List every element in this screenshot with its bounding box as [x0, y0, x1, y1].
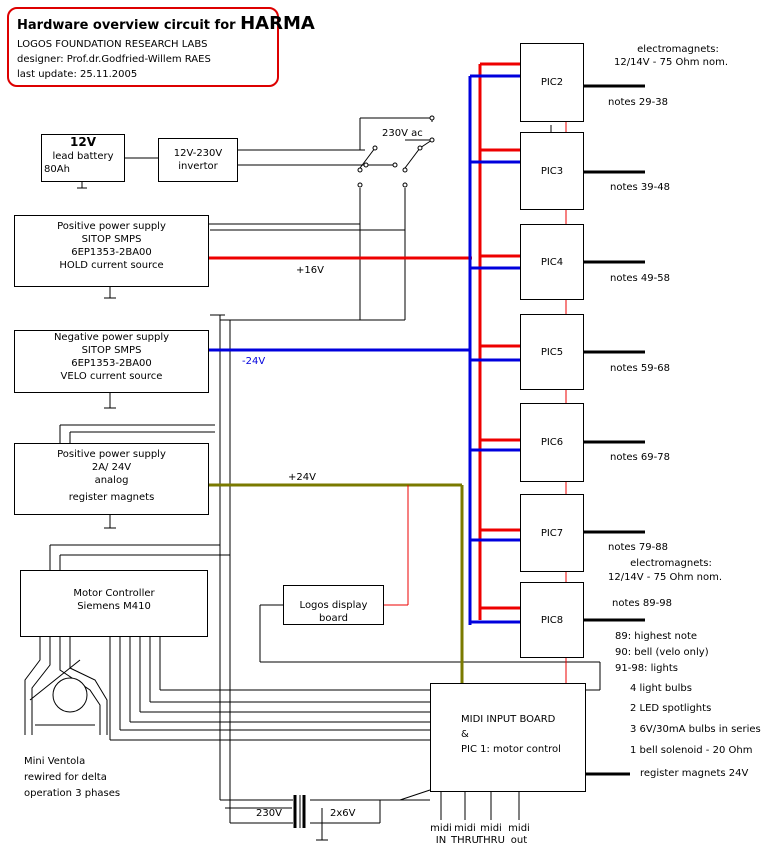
midi-board-line3: PIC 1: motor control: [461, 744, 561, 755]
midi-port-thru-2-top: midi: [480, 823, 502, 834]
midi-port-out-top: midi: [508, 823, 530, 834]
notes-pic3: notes 39-48: [610, 182, 670, 193]
pic7-box: PIC7: [520, 494, 584, 572]
midi-board-line1: MIDI INPUT BOARD: [461, 714, 556, 725]
electromagnets-mid-1: electromagnets:: [630, 558, 712, 569]
midi-port-thru-1-top: midi: [454, 823, 476, 834]
invertor-line1: 12V-230V: [173, 148, 223, 159]
midi-port-thru-2-bottom: THRU: [477, 835, 505, 846]
fan-label-1: Mini Ventola: [24, 756, 86, 767]
title-project-name: HARMA: [240, 13, 315, 34]
pic8-note-6: 3 6V/30mA bulbs in series: [630, 724, 761, 735]
title-line-update: last update: 25.11.2005: [17, 69, 138, 80]
pic8-note-7: 1 bell solenoid - 20 Ohm: [630, 745, 753, 756]
midi-port-thru-1-bottom: THRU: [451, 835, 479, 846]
psu-velo-line3: 6EP1353-2BA00: [71, 358, 152, 369]
midi-port-thru-2: midi THRU: [471, 823, 511, 847]
fan-label-3: operation 3 phases: [24, 788, 121, 799]
psu-velo-box: Negative power supply SITOP SMPS 6EP1353…: [14, 330, 209, 393]
transformer-primary: 230V: [256, 808, 282, 819]
title-block: Hardware overview circuit for HARMA LOGO…: [7, 7, 315, 87]
mains-label: 230V ac: [382, 128, 423, 139]
pic5-box: PIC5: [520, 314, 584, 390]
notes-pic8: notes 89-98: [612, 598, 672, 609]
midi-port-in-top: midi: [430, 823, 452, 834]
psu-analog-line3: analog: [94, 475, 129, 486]
midi-port-thru-1: midi THRU: [445, 823, 485, 847]
battery-label: lead battery: [52, 151, 114, 162]
pic8-note-5: 2 LED spotlights: [630, 703, 712, 714]
midi-port-in-bottom: IN: [435, 835, 447, 846]
notes-pic4: notes 49-58: [610, 273, 670, 284]
title-line-designer: designer: Prof.dr.Godfried-Willem RAES: [17, 54, 211, 65]
register-magnets-label: register magnets 24V: [640, 768, 749, 779]
electromagnets-mid-2: 12/14V - 75 Ohm nom.: [607, 572, 723, 583]
transformer-secondary: 2x6V: [330, 808, 356, 819]
pic4-box: PIC4: [520, 224, 584, 300]
midi-port-out-bottom: out: [510, 835, 528, 846]
psu-hold-line1: Positive power supply: [57, 221, 166, 232]
pic3-box: PIC3: [520, 132, 584, 210]
midi-port-out: midi out: [499, 823, 539, 847]
invertor-box: 12V-230V invertor: [158, 138, 238, 182]
notes-pic6: notes 69-78: [610, 452, 670, 463]
rail-plus24-label: +24V: [288, 472, 316, 483]
invertor-line2: invertor: [178, 161, 218, 172]
pic2-box: PIC2: [520, 43, 584, 122]
motor-controller-box: Motor Controller Siemens M410: [20, 570, 208, 637]
notes-pic5: notes 59-68: [610, 363, 670, 374]
notes-pic7: notes 79-88: [608, 542, 668, 553]
pic8-note-1: 89: highest note: [615, 631, 698, 642]
pic8-note-4: 4 light bulbs: [630, 683, 692, 694]
midi-port-in: midi IN: [421, 823, 461, 847]
midi-input-board: MIDI INPUT BOARD & PIC 1: motor control: [430, 683, 586, 792]
rail-minus24-label: -24V: [242, 356, 266, 367]
diagram-title: Hardware overview circuit for HARMA: [17, 13, 315, 34]
psu-analog-line4: register magnets: [68, 492, 155, 503]
psu-hold-line2: SITOP SMPS: [81, 234, 142, 245]
motor-line2: Siemens M410: [77, 601, 151, 612]
motor-line1: Motor Controller: [73, 588, 155, 599]
psu-hold-box: Positive power supply SITOP SMPS 6EP1353…: [14, 215, 209, 287]
lead-battery-box: 12V lead battery 80Ah: [41, 134, 125, 182]
electromagnets-top-2: 12/14V - 75 Ohm nom.: [613, 57, 729, 68]
psu-velo-line4: VELO current source: [60, 371, 163, 382]
psu-velo-line2: SITOP SMPS: [81, 345, 142, 356]
battery-voltage: 12V: [70, 135, 96, 149]
electromagnets-top-1: electromagnets:: [637, 44, 719, 55]
psu-analog-line2: 2A/ 24V: [91, 462, 132, 473]
psu-hold-line4: HOLD current source: [59, 260, 164, 271]
psu-hold-line3: 6EP1353-2BA00: [71, 247, 152, 258]
notes-pic2: notes 29-38: [608, 97, 668, 108]
display-board-label: Logos display board: [299, 600, 368, 624]
title-line-org: LOGOS FOUNDATION RESEARCH LABS: [17, 39, 208, 50]
pic8-note-2: 90: bell (velo only): [615, 647, 709, 658]
battery-capacity: 80Ah: [44, 164, 70, 175]
pic8-box: PIC8: [520, 582, 584, 658]
psu-analog-box: Positive power supply 2A/ 24V analog reg…: [14, 443, 209, 515]
psu-analog-line1: Positive power supply: [57, 449, 166, 460]
rail-plus16-label: +16V: [296, 265, 324, 276]
midi-board-line2: &: [461, 729, 469, 740]
display-board-box: Logos display board: [283, 585, 384, 625]
fan-label-2: rewired for delta: [24, 772, 107, 783]
psu-velo-line1: Negative power supply: [53, 332, 170, 343]
pic6-box: PIC6: [520, 403, 584, 482]
title-heading: Hardware overview circuit for: [17, 18, 236, 33]
pic8-note-3: 91-98: lights: [615, 663, 678, 674]
